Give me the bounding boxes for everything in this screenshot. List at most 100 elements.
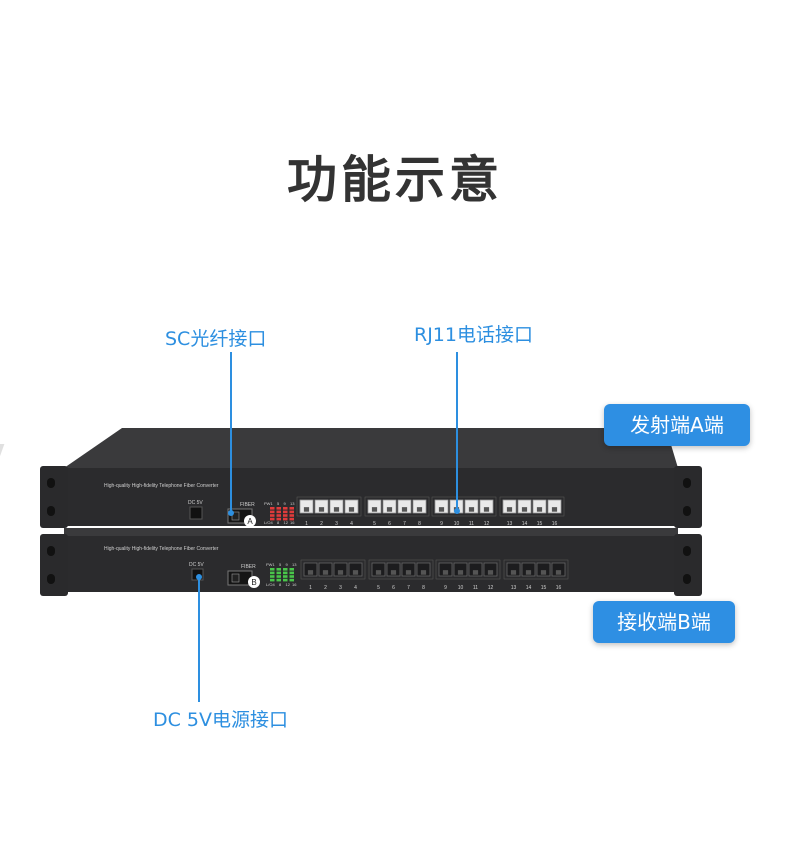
unit-b-top-strip	[64, 528, 678, 536]
unit-b-rj11-port	[371, 562, 386, 577]
page-title: 功能示意	[287, 151, 503, 209]
dc-power-leader-line	[198, 578, 200, 702]
unit-b-port-number: 13	[511, 585, 517, 591]
unit-b-led	[283, 568, 288, 571]
unit-b-port-group	[503, 559, 569, 580]
unit-a-rj11-port	[299, 499, 314, 514]
unit-a-led	[276, 510, 281, 514]
unit-b-led-label-bottom: 12	[286, 582, 291, 587]
unit-a-rj11-port-latch	[521, 507, 528, 512]
unit-b-led	[283, 578, 288, 582]
unit-b-port-number: 15	[541, 585, 547, 591]
unit-a-port-number: 14	[522, 521, 528, 527]
unit-b-rj11-port-latch	[525, 570, 532, 575]
unit-a-rj11-port	[434, 499, 449, 514]
unit-a-letter-badge	[244, 515, 256, 527]
unit-a-led	[283, 507, 288, 510]
unit-b-rj11-port	[453, 562, 468, 577]
transmitter-badge: 发射端A端	[604, 404, 750, 446]
unit-b-port-number: 12	[488, 585, 494, 591]
unit-b-led	[270, 578, 275, 582]
unit-b-led	[276, 575, 281, 578]
unit-a-led	[270, 507, 275, 510]
unit-b-rj11-port-latch	[442, 570, 449, 575]
unit-b-led	[289, 578, 294, 582]
unit-b-rj11-port	[386, 562, 401, 577]
unit-a-led	[276, 517, 281, 521]
unit-a-led	[289, 510, 294, 514]
unit-a-port-number: 8	[418, 521, 421, 527]
unit-a-port-number: 11	[469, 521, 474, 527]
unit-b-port-number: 16	[556, 585, 562, 591]
unit-a-port-group	[499, 496, 565, 517]
unit-a-led-label-top: 1	[271, 501, 274, 506]
unit-b-rj11-port	[468, 562, 483, 577]
dc-power-leader-dot	[196, 574, 202, 580]
unit-a-led-label-bottom: 16	[290, 520, 295, 525]
unit-b-led	[289, 571, 294, 575]
unit-b-letter: B	[251, 578, 256, 587]
unit-a-fiber-port-inner	[231, 511, 240, 521]
unit-a-rj11-port	[367, 499, 382, 514]
unit-b-port-number: 1	[309, 585, 312, 591]
unit-a-rj11-port-latch	[333, 507, 340, 512]
unit-b-led	[276, 571, 281, 575]
unit-a-rj11-port-latch	[416, 507, 423, 512]
unit-b-ear-hole	[47, 574, 55, 584]
unit-b-rj11-port	[536, 562, 551, 577]
unit-b-rj11-port-latch	[307, 570, 314, 575]
unit-b-rj11-port-latch	[420, 570, 427, 575]
unit-a-led	[289, 507, 294, 510]
unit-b-port-number: 4	[354, 585, 357, 591]
unit-a-led-label-top: 9	[284, 501, 287, 506]
unit-a-port-number: 10	[454, 521, 460, 527]
unit-a-rj11-port-latch	[468, 507, 475, 512]
unit-b-rj11-port	[438, 562, 453, 577]
unit-a-power-socket	[189, 506, 203, 520]
unit-a-port-group	[296, 496, 362, 517]
unit-a-led-label-top: PW	[264, 501, 271, 506]
unit-b-rj11-port-latch	[510, 570, 517, 575]
unit-b-rj11-port	[303, 562, 318, 577]
unit-a-led-grid	[270, 507, 294, 521]
unit-b-port-number: 7	[407, 585, 410, 591]
unit-b-rj11-port	[551, 562, 566, 577]
unit-b-rj11-port-latch	[472, 570, 479, 575]
unit-a-port-number: 9	[440, 521, 443, 527]
unit-b-port-number: 3	[339, 585, 342, 591]
unit-a-rj11-port	[464, 499, 479, 514]
rj11-leader-line	[456, 352, 458, 512]
unit-a-rj11-port-latch	[483, 507, 490, 512]
unit-b-rj11-port	[333, 562, 348, 577]
unit-b-led	[289, 575, 294, 578]
unit-a-port-number: 2	[320, 521, 323, 527]
unit-b-led-label-top: 9	[286, 562, 289, 567]
dc-power-callout: DC 5V电源接口	[153, 709, 289, 731]
unit-a-rj11-port-latch	[348, 507, 355, 512]
unit-a-led-label-top: 5	[277, 501, 280, 506]
sc-fiber-leader-dot	[228, 510, 234, 516]
unit-b-port-number: 10	[458, 585, 464, 591]
unit-b-port-number: 2	[324, 585, 327, 591]
unit-a-led	[276, 514, 281, 517]
unit-a-rj11-port	[382, 499, 397, 514]
unit-b-power-label: DC 5V	[189, 562, 204, 568]
unit-a-rj11-port-latch	[506, 507, 513, 512]
unit-a-port-number: 15	[537, 521, 543, 527]
unit-a-led	[270, 510, 275, 514]
unit-a-fiber-label: FIBER	[240, 502, 255, 508]
unit-b-right-ear	[674, 534, 702, 596]
unit-a-port-number: 13	[507, 521, 513, 527]
unit-b-left-ear	[40, 534, 68, 596]
unit-a-led	[270, 514, 275, 517]
unit-b-led-label-top: 5	[279, 562, 282, 567]
unit-b-led-label-top: PW	[266, 562, 273, 567]
unit-b-rj11-port	[348, 562, 363, 577]
unit-b-led-label-top: 1	[273, 562, 276, 567]
unit-a-ear-hole	[683, 506, 691, 516]
unit-a-port-number: 12	[484, 521, 490, 527]
unit-a-rj11-port	[517, 499, 532, 514]
unit-b-rj11-port-latch	[457, 570, 464, 575]
